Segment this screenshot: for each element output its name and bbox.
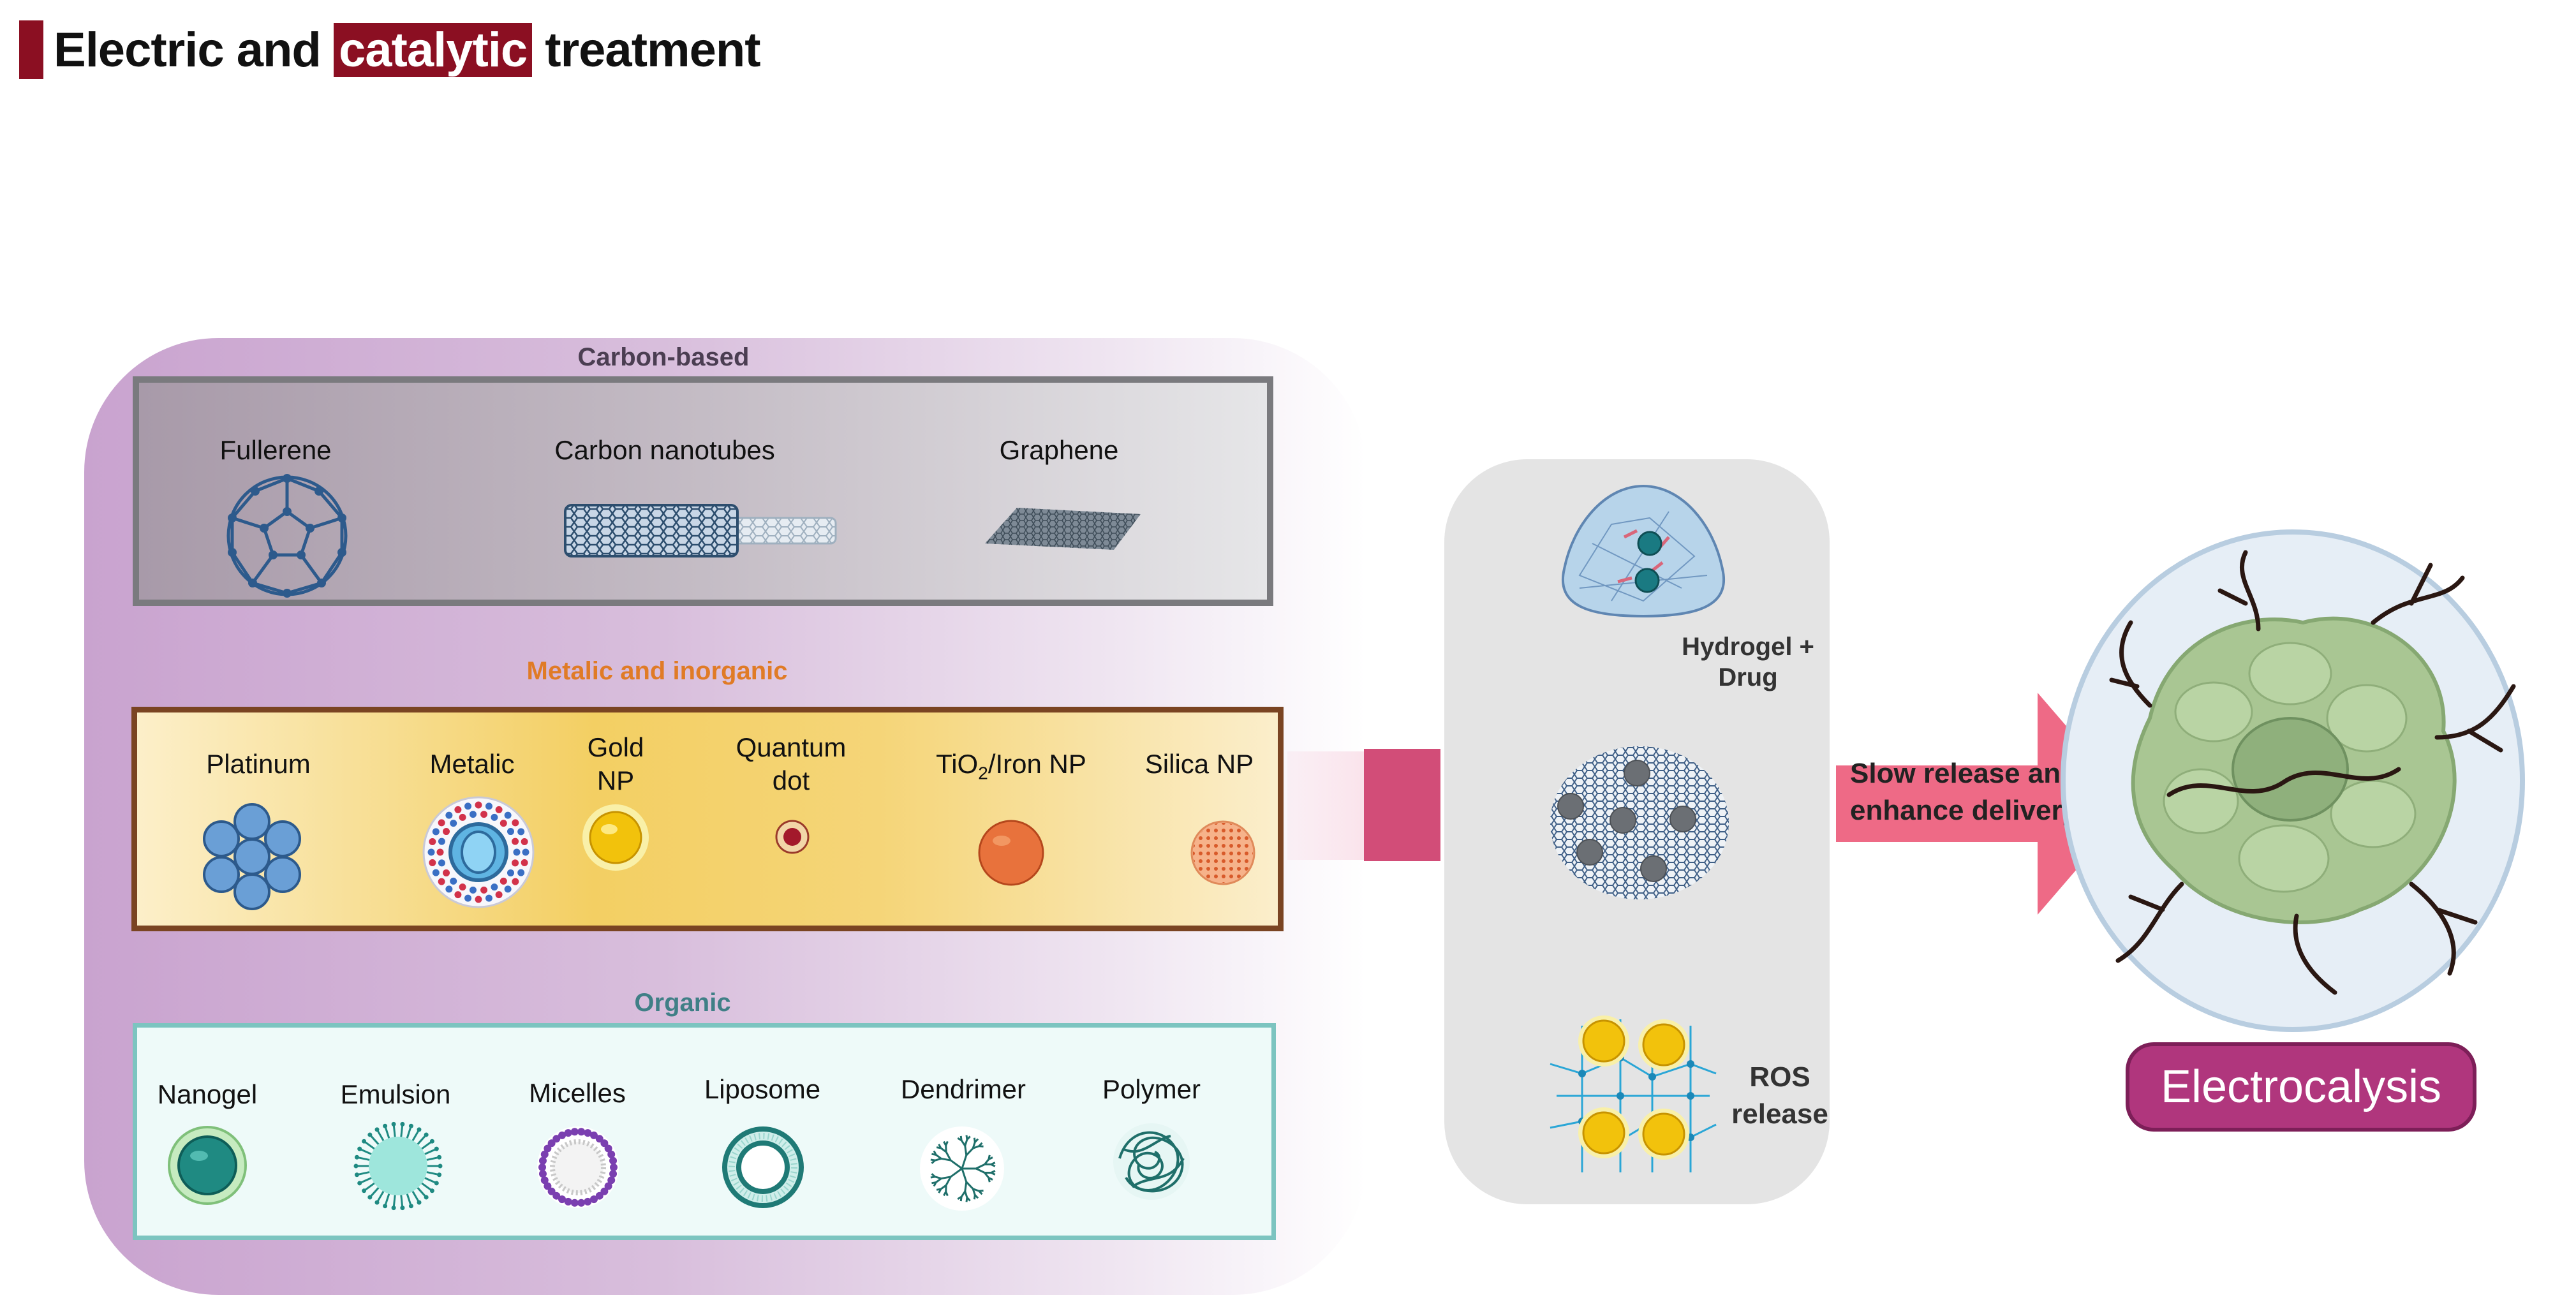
- gold-np-icon: [582, 804, 649, 871]
- fullerene-icon: [226, 474, 348, 598]
- gold-np-label-line1: Gold: [587, 732, 644, 762]
- tumor-cell-icon: [2061, 529, 2525, 1032]
- platinum-cluster-icon: [203, 803, 301, 910]
- silica-np-label: Silica NP: [1144, 749, 1254, 779]
- figure-title: Electric and catalytic treatment: [19, 19, 761, 80]
- tio2-iron-np-icon: [978, 820, 1044, 886]
- tio2-label-sub: 2: [978, 763, 988, 783]
- arrow-label: Slow release and enhance delivery: [1850, 755, 2078, 829]
- micelle-icon: [537, 1126, 619, 1208]
- title-part1: Electric and: [54, 22, 334, 77]
- metal-box: [131, 707, 1284, 931]
- quantum-dot-icon: [775, 820, 810, 854]
- carbon-section-label: Carbon-based: [577, 343, 750, 371]
- title-accent-bar: [19, 20, 43, 79]
- ros-release-label: ROS release: [1722, 1059, 1837, 1133]
- ros-release-line2: release: [1731, 1098, 1828, 1130]
- graphene-label: Graphene: [999, 435, 1119, 465]
- platinum-label: Platinum: [206, 749, 311, 779]
- hydrogel-drug-line1: Hydrogel +: [1682, 633, 1814, 661]
- silica-np-icon: [1190, 820, 1255, 885]
- polymer-label: Polymer: [1102, 1074, 1201, 1104]
- connector-glow: [1287, 751, 1375, 860]
- gold-np-label-line2: NP: [596, 765, 635, 795]
- connector-block: [1364, 749, 1440, 861]
- hydrogel-drug-label: Hydrogel +Drug: [1671, 631, 1825, 693]
- metal-section-label: Metalic and inorganic: [526, 657, 788, 685]
- quantum-dot-label-line2: dot: [772, 765, 810, 795]
- emulsion-label: Emulsion: [340, 1079, 451, 1109]
- tio2-label-pre: TiO: [936, 749, 979, 779]
- electrocatalysis-badge: Electrocalysis: [2126, 1042, 2476, 1132]
- tio2-label-post: /Iron NP: [988, 749, 1086, 779]
- metallic-nanoparticle-icon: [422, 796, 535, 908]
- fullerene-label: Fullerene: [219, 435, 332, 465]
- tio2-iron-np-label: TiO2/Iron NP: [919, 748, 1104, 790]
- organic-section-label: Organic: [634, 989, 731, 1017]
- emulsion-icon: [353, 1121, 443, 1211]
- quantum-dot-label-line1: Quantum: [736, 732, 847, 762]
- graphene-drug-carrier-icon: [1550, 746, 1729, 899]
- hydrogel-drug-line2: Drug: [1718, 663, 1778, 691]
- nanogel-icon: [168, 1126, 247, 1205]
- ros-release-icon: [1550, 1015, 1717, 1172]
- liposome-label: Liposome: [704, 1074, 821, 1104]
- arrow-label-line1: Slow release and: [1850, 758, 2078, 789]
- title-highlight: catalytic: [333, 22, 533, 77]
- nanogel-label: Nanogel: [157, 1079, 258, 1109]
- dendrimer-icon: [920, 1126, 1004, 1211]
- release-arrow-icon: [1836, 693, 2133, 915]
- title-text: Electric and catalytic treatment: [54, 22, 761, 78]
- hydrogel-icon: [1562, 484, 1725, 618]
- organic-box: [133, 1023, 1276, 1240]
- arrow-label-line2: enhance delivery: [1850, 795, 2078, 826]
- carbon-nanotube-icon: [564, 504, 837, 557]
- metalic-label: Metalic: [429, 749, 515, 779]
- graphene-sheet-icon: [985, 508, 1141, 550]
- dendrimer-label: Dendrimer: [900, 1074, 1026, 1104]
- title-part2: treatment: [532, 22, 760, 77]
- liposome-icon: [722, 1126, 804, 1208]
- micelles-label: Micelles: [529, 1078, 626, 1108]
- carbon-nanotubes-label: Carbon nanotubes: [554, 435, 775, 465]
- polymer-icon: [1113, 1123, 1190, 1200]
- ros-release-line1: ROS: [1749, 1061, 1810, 1093]
